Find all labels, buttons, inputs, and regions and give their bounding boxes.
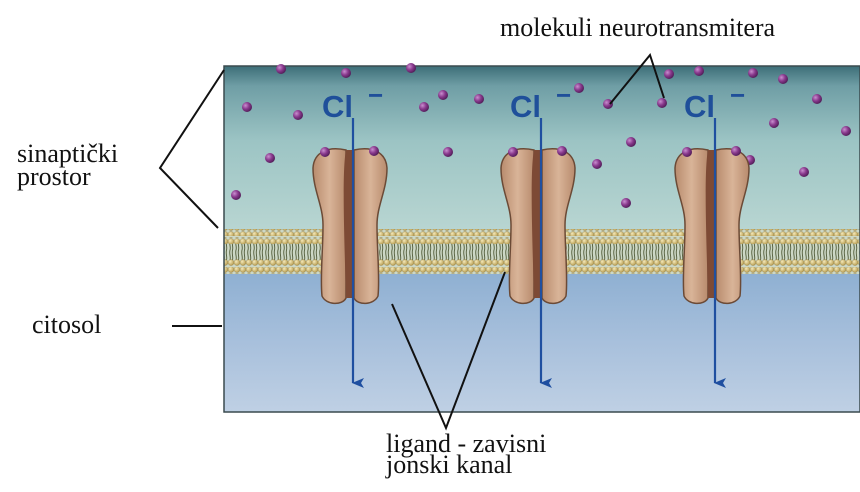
ion-label: Cl — [510, 89, 541, 124]
molecule — [438, 90, 448, 100]
bound-ligand — [369, 146, 379, 156]
ion-label: Cl — [322, 89, 353, 124]
molecule — [293, 110, 303, 120]
molecule — [778, 74, 788, 84]
molecule — [603, 99, 613, 109]
molecule — [592, 159, 602, 169]
molecule — [626, 137, 636, 147]
molecule — [406, 63, 416, 73]
molecule — [664, 69, 674, 79]
molecule — [276, 64, 286, 74]
molecule — [265, 153, 275, 163]
synaptic-bracket — [160, 70, 224, 228]
ion-charge: − — [730, 80, 745, 110]
ion-charge: − — [368, 80, 383, 110]
molecule — [621, 198, 631, 208]
label-channel-2: jonski kanal — [386, 451, 512, 478]
molecule — [574, 83, 584, 93]
ion-charge: − — [556, 80, 571, 110]
molecule — [657, 98, 667, 108]
bound-ligand — [731, 146, 741, 156]
ion-label: Cl — [684, 89, 715, 124]
molecule — [694, 66, 704, 76]
label-synaptic-space-2: prostor — [17, 163, 91, 190]
label-cytosol: citosol — [32, 311, 101, 338]
molecule — [841, 126, 851, 136]
label-neurotransmitter: molekuli neurotransmitera — [500, 14, 775, 41]
molecule — [242, 102, 252, 112]
molecule — [231, 190, 241, 200]
molecule — [769, 118, 779, 128]
molecule — [812, 94, 822, 104]
molecule — [341, 68, 351, 78]
molecule — [419, 102, 429, 112]
molecule — [748, 68, 758, 78]
bound-ligand — [557, 146, 567, 156]
molecule — [443, 147, 453, 157]
molecule — [799, 167, 809, 177]
molecule — [474, 94, 484, 104]
bound-ligand — [320, 147, 330, 157]
bound-ligand — [508, 147, 518, 157]
bound-ligand — [682, 147, 692, 157]
